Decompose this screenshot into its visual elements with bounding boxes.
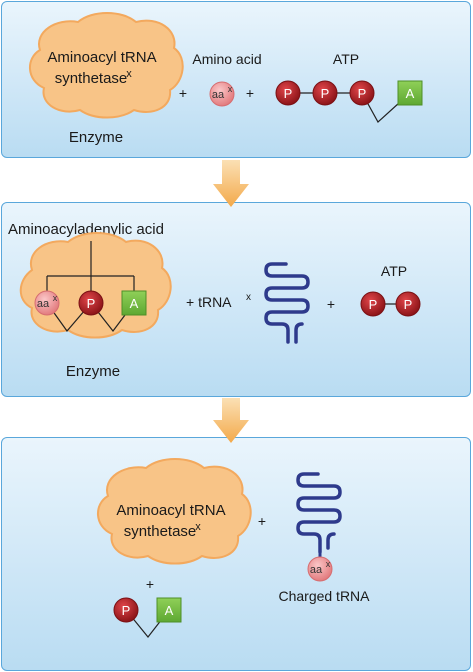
enzyme-name-line2: synthetase — [124, 523, 197, 540]
enzyme-caption: Enzyme — [69, 129, 123, 146]
plus-sign: + — [246, 85, 254, 101]
amino-acid-label: Amino acid — [192, 51, 261, 67]
intermediate-label: Aminoacyladenylic acid — [8, 221, 164, 238]
phosphate-circle-1 — [275, 80, 301, 106]
phosphate-circle — [78, 290, 104, 316]
atp-label: ATP — [381, 263, 407, 279]
amino-acid-symbol: aa — [212, 89, 225, 101]
pyrophosphate-circle-1 — [360, 291, 386, 317]
phosphate-symbol: P — [321, 86, 330, 101]
plus-sign: + — [327, 296, 335, 312]
plus-sign: + — [146, 576, 154, 592]
plus-sign: + — [179, 85, 187, 101]
amp-adenosine-square — [156, 597, 182, 623]
phosphate-circle-3 — [349, 80, 375, 106]
adenosine-symbol: A — [165, 603, 174, 618]
phosphate-symbol: P — [122, 603, 131, 618]
atp-label: ATP — [333, 51, 359, 67]
trna-icon — [264, 262, 310, 344]
enzyme-blob — [97, 458, 252, 565]
plus-sign: + — [258, 513, 266, 529]
phosphate-symbol: P — [284, 86, 293, 101]
charged-trna-label: Charged tRNA — [278, 588, 370, 604]
enzyme-name-line2: synthetase — [55, 70, 128, 87]
enzyme-caption: Enzyme — [66, 363, 120, 380]
enzyme-name-line1: Aminoacyl tRNA — [116, 502, 225, 519]
phosphate-symbol: P — [404, 297, 413, 312]
amino-acid-superscript: x — [228, 84, 233, 94]
enzyme-superscript: x — [126, 68, 132, 80]
trna-label: + tRNA — [186, 294, 232, 310]
adenosine-symbol: A — [130, 296, 139, 311]
charged-trna-icon — [296, 472, 342, 554]
enzyme-superscript: x — [195, 521, 201, 533]
amp-phosphate-circle — [113, 597, 139, 623]
amino-acid-symbol: aa — [37, 298, 50, 310]
phosphate-symbol: P — [358, 86, 367, 101]
charged-amino-acid-circle — [307, 556, 333, 582]
pyrophosphate-circle-2 — [395, 291, 421, 317]
amino-acid-circle — [34, 290, 60, 316]
phosphate-circle-2 — [312, 80, 338, 106]
phosphate-symbol: P — [87, 296, 96, 311]
phosphate-symbol: P — [369, 297, 378, 312]
adenosine-symbol: A — [406, 86, 415, 101]
adenosine-square — [397, 80, 423, 106]
amino-acid-circle — [209, 81, 235, 107]
trna-superscript: x — [246, 292, 251, 303]
down-arrow-icon — [213, 398, 249, 443]
adenosine-square — [121, 290, 147, 316]
enzyme-blob — [19, 232, 172, 339]
down-arrow-icon — [213, 160, 249, 207]
amino-acid-superscript: x — [53, 293, 58, 303]
enzyme-name-line1: Aminoacyl tRNA — [47, 49, 156, 66]
enzyme-blob — [29, 12, 184, 119]
amino-acid-symbol: aa — [310, 564, 323, 576]
amino-acid-superscript: x — [326, 559, 331, 569]
